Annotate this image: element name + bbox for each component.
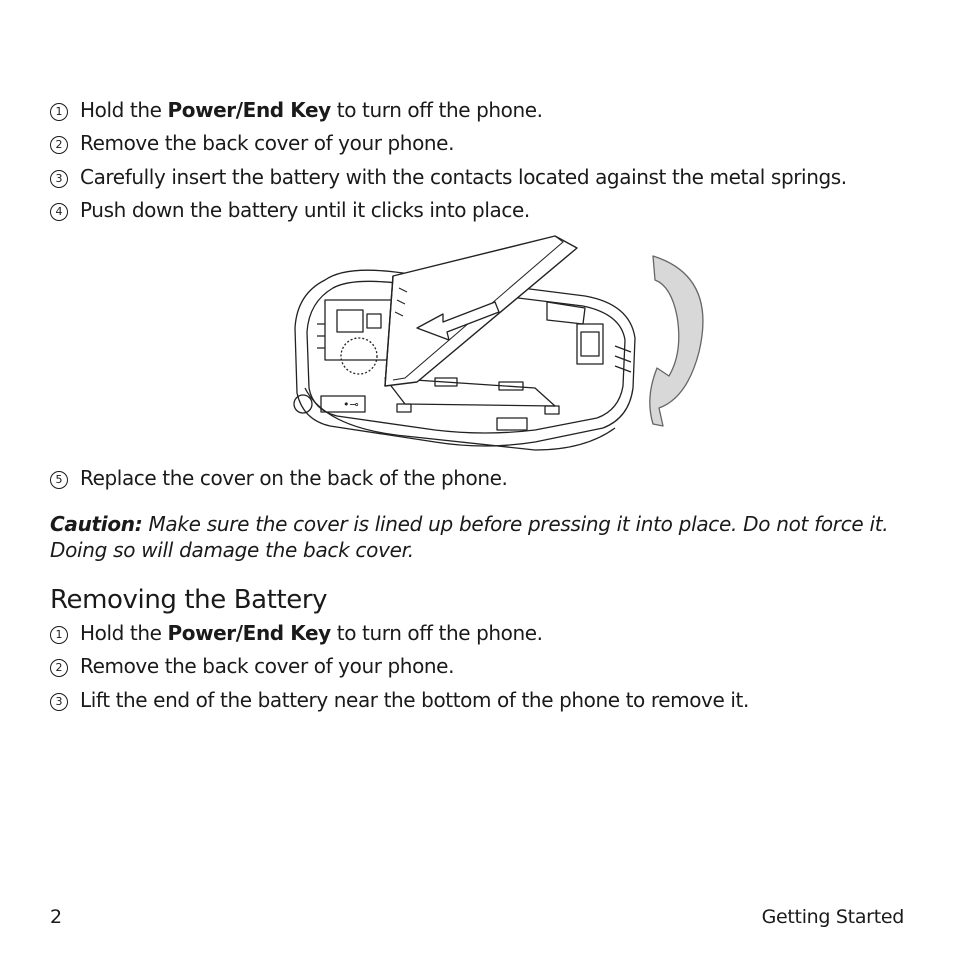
push-down-curved-arrow-icon (649, 255, 704, 427)
step-number: 4 (50, 203, 68, 221)
remove-step-3: 3 Lift the end of the battery near the bo… (50, 688, 749, 712)
install-step-2: 2 Remove the back cover of your phone. (50, 131, 454, 155)
caution-text: Make sure the cover is lined up before p… (50, 512, 889, 562)
step-text: to turn off the phone. (330, 621, 543, 645)
install-step-1: 1 Hold the Power/End Key to turn off the … (50, 98, 543, 122)
step-text: Hold the (80, 621, 168, 645)
step-text: Lift the end of the battery near the bot… (80, 688, 749, 712)
install-step-5: 5 Replace the cover on the back of the ph… (50, 466, 508, 490)
step-text: Push down the battery until it clicks in… (80, 198, 530, 222)
step-number: 3 (50, 170, 68, 188)
step-text: Hold the (80, 98, 168, 122)
step-number: 3 (50, 693, 68, 711)
remove-step-2: 2 Remove the back cover of your phone. (50, 654, 454, 678)
page-number: 2 (50, 906, 63, 928)
step-text: Carefully insert the battery with the co… (80, 165, 847, 189)
key-name: Power/End Key (167, 98, 331, 122)
key-name: Power/End Key (167, 621, 331, 645)
caution-note: Caution: Make sure the cover is lined up… (50, 511, 910, 563)
step-text: Remove the back cover of your phone. (80, 654, 455, 678)
battery-insertion-illustration: •⊸ (293, 235, 704, 451)
install-step-4: 4 Push down the battery until it clicks i… (50, 198, 530, 222)
step-number: 2 (50, 136, 68, 154)
step-number: 1 (50, 626, 68, 644)
step-text: to turn off the phone. (330, 98, 543, 122)
usb-symbol-icon: •⊸ (343, 398, 359, 411)
caution-label: Caution: (50, 512, 143, 536)
remove-step-1: 1 Hold the Power/End Key to turn off the … (50, 621, 543, 645)
section-title: Getting Started (761, 906, 905, 928)
step-text: Replace the cover on the back of the pho… (80, 466, 508, 490)
section-heading: Removing the Battery (50, 585, 328, 615)
install-step-3: 3 Carefully insert the battery with the c… (50, 165, 847, 189)
step-number: 5 (50, 471, 68, 489)
insert-direction-arrow-icon (416, 301, 500, 341)
step-number: 1 (50, 103, 68, 121)
step-number: 2 (50, 659, 68, 677)
step-text: Remove the back cover of your phone. (80, 131, 455, 155)
